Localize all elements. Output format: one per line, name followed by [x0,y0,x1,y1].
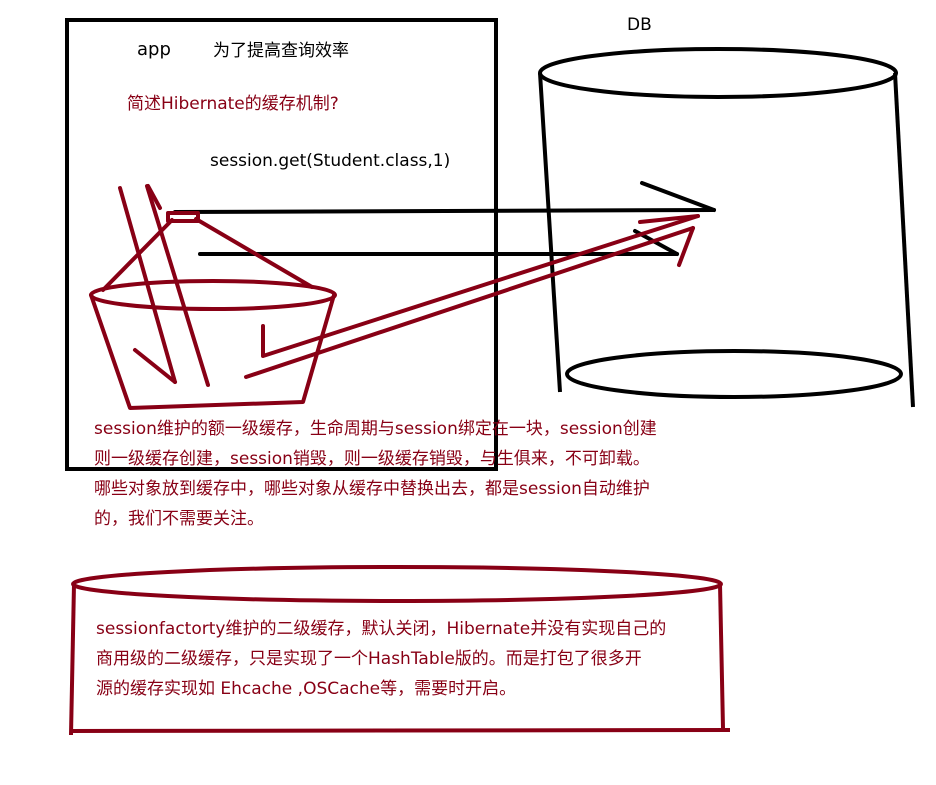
basket-handle-knob [166,211,200,223]
app-box [65,18,498,471]
level2-cylinder-left-wall [69,583,76,736]
diagonal-arrow-1 [261,214,700,358]
basket-rim [89,279,337,311]
diagonal-arrow-1-head [638,214,700,224]
db-cylinder-left-wall [538,72,562,393]
level2-cylinder-right-wall [718,583,725,729]
level2-cache-description: sessionfactorty维护的二级缓存，默认关闭，Hibernate并没有… [96,614,666,704]
level2-line: sessionfactorty维护的二级缓存，默认关闭，Hibernate并没有… [96,619,667,639]
db-cylinder-right-wall [893,72,915,408]
level2-line: 源的缓存实现如 Ehcache ,OSCache等，需要时开启。 [96,679,517,699]
red-arrows [118,184,700,387]
level1-line: 则一级缓存创建，session销毁，则一级缓存销毁，与生俱来，不可卸载。 [94,449,650,469]
goal-label: 为了提高查询效率 [213,41,349,61]
down-arrow-1-head [133,348,177,384]
level1-line: 哪些对象放到缓存中，哪些对象从缓存中替换出去，都是session自动维护 [94,479,650,499]
level1-line: 的，我们不需要关注。 [94,509,264,529]
request-arrow-line [173,208,716,214]
db-cylinder-top [538,47,898,99]
basket-handle-right [194,217,314,289]
black-arrows [173,181,716,256]
diagonal-arrow-2-head [677,226,695,267]
app-label: app [137,39,171,60]
level1-cache-basket [89,211,337,410]
basket-body [89,293,336,410]
level2-cache-cylinder [69,565,731,736]
level1-cache-description: session维护的额一级缓存，生命周期与session绑定在一块，sessio… [94,414,657,534]
level2-line: 商用级的二级缓存，只是实现了一个HashTable版的。而是打包了很多开 [96,649,642,669]
down-arrow-1-line [118,186,177,384]
question-label: 简述Hibernate的缓存机制? [127,94,339,114]
request-arrow-head [640,181,716,212]
db-cylinder [538,47,915,408]
code-snippet: session.get(Student.class,1) [210,151,451,171]
level1-line: session维护的额一级缓存，生命周期与session绑定在一块，sessio… [94,419,657,439]
down-arrow-2-line [145,184,210,387]
db-label: DB [627,15,652,35]
down-arrow-2-tip [146,184,162,210]
diagonal-arrow-2 [244,226,695,379]
db-cylinder-bottom [565,349,903,399]
level2-cylinder-top [71,565,723,603]
level2-cylinder-bottom [70,728,731,733]
